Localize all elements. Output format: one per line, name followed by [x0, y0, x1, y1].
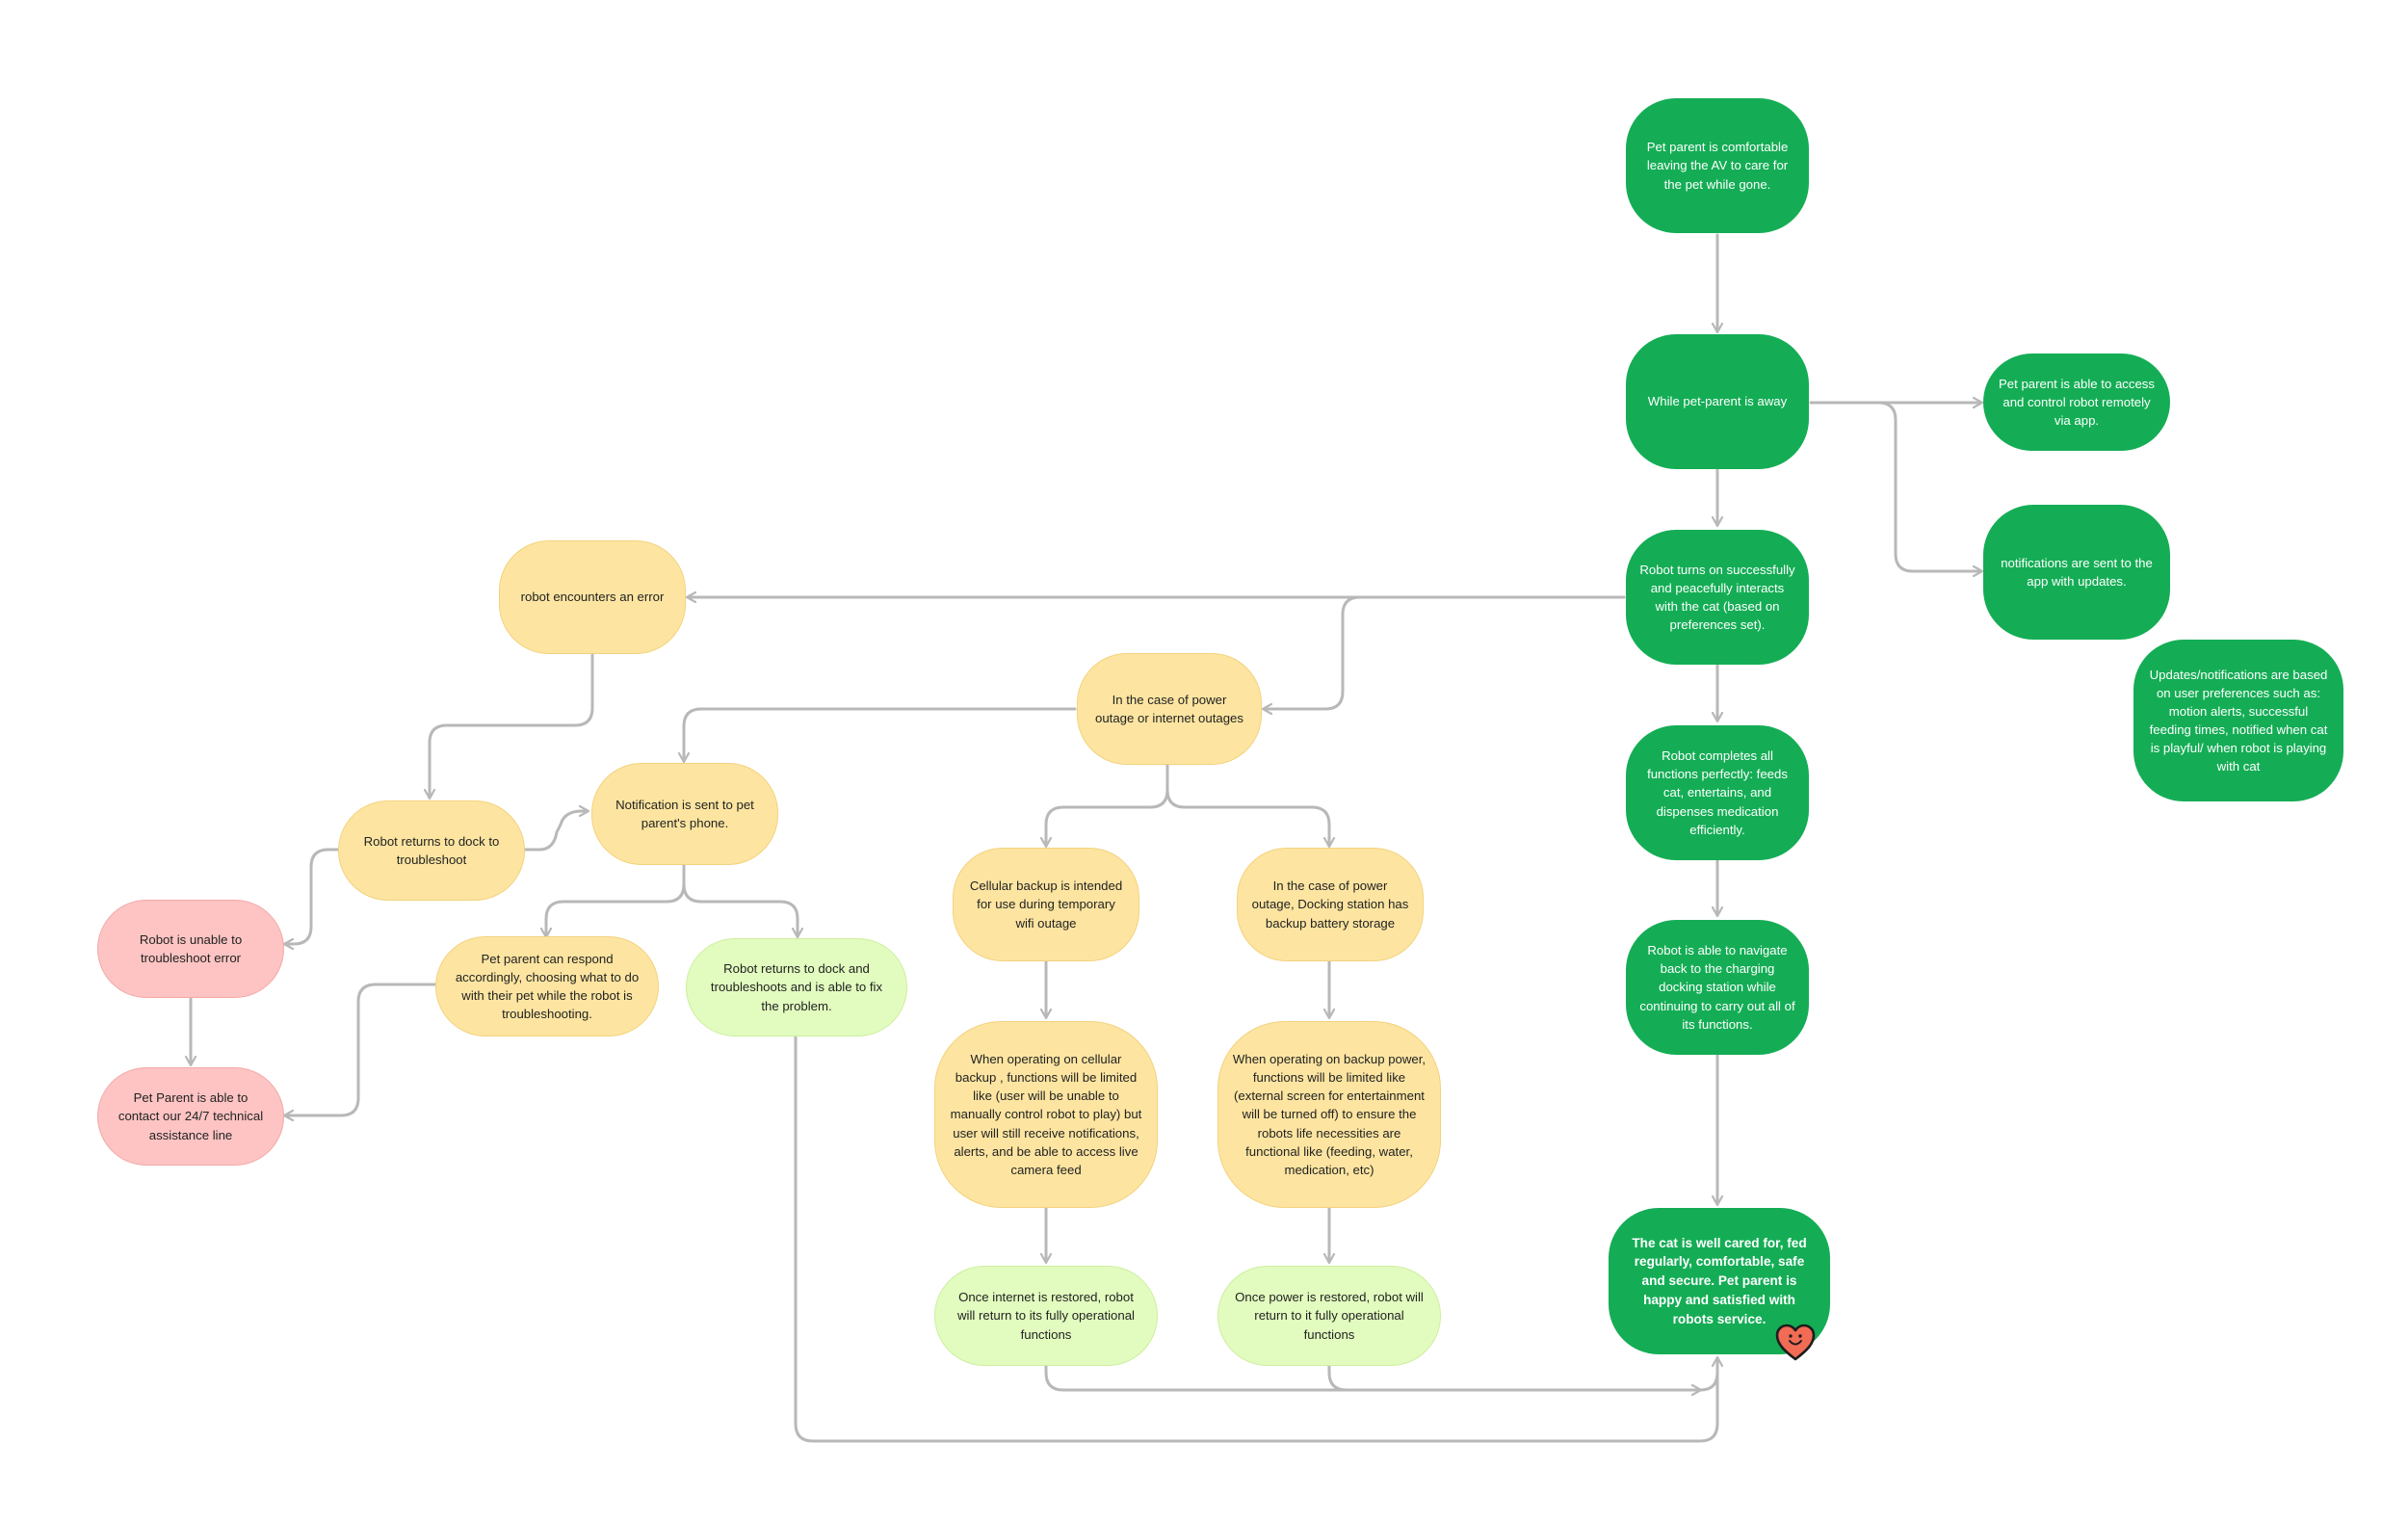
edge-power-restored-cared — [1327, 1364, 1700, 1390]
edge-error-returns-dock — [430, 653, 594, 798]
node-remote-access[interactable]: Pet parent is able to access and control… — [1983, 354, 2170, 451]
edge-outage-cellular — [1046, 759, 1169, 846]
node-pet-parent-comfortable[interactable]: Pet parent is comfortable leaving the AV… — [1626, 98, 1809, 233]
node-robot-completes-functions[interactable]: Robot completes all functions perfectly:… — [1626, 725, 1809, 860]
node-docking-backup-battery[interactable]: In the case of power outage, Docking sta… — [1237, 848, 1424, 961]
node-backup-power-limited-functions[interactable]: When operating on backup power, function… — [1217, 1021, 1441, 1208]
edge-returns-dock-notification — [523, 811, 588, 852]
node-internet-restored[interactable]: Once internet is restored, robot will re… — [934, 1266, 1158, 1366]
node-robot-encounters-error[interactable]: robot encounters an error — [499, 540, 686, 654]
edge-notification-fix — [682, 863, 798, 936]
edge-outage-notification — [684, 707, 1077, 761]
node-user-preferences[interactable]: Updates/notifications are based on user … — [2133, 640, 2343, 801]
edge-notification-respond — [546, 863, 686, 936]
edge-away-notifications — [1809, 401, 1981, 571]
edge-outage-docking — [1165, 759, 1329, 846]
smiling-heart-icon — [1775, 1324, 1816, 1361]
node-power-restored[interactable]: Once power is restored, robot will retur… — [1217, 1266, 1441, 1366]
node-cellular-limited-functions[interactable]: When operating on cellular backup , func… — [934, 1021, 1158, 1208]
edge-returns-dock-unable — [285, 848, 340, 944]
node-robot-returns-to-dock[interactable]: Robot returns to dock to troubleshoot — [338, 800, 525, 901]
node-robot-turns-on[interactable]: Robot turns on successfully and peaceful… — [1626, 530, 1809, 665]
node-cellular-backup[interactable]: Cellular backup is intended for use duri… — [953, 848, 1139, 961]
edge-turns-on-outage — [1264, 595, 1626, 709]
node-pet-parent-respond[interactable]: Pet parent can respond accordingly, choo… — [435, 936, 659, 1036]
node-contact-technical-assistance[interactable]: Pet Parent is able to contact our 24/7 t… — [97, 1067, 284, 1166]
node-robot-fixes-problem[interactable]: Robot returns to dock and troubleshoots … — [686, 938, 907, 1036]
node-power-or-internet-outage[interactable]: In the case of power outage or internet … — [1077, 653, 1262, 765]
node-notification-sent-phone[interactable]: Notification is sent to pet parent's pho… — [591, 763, 778, 865]
node-pet-parent-away[interactable]: While pet-parent is away — [1626, 334, 1809, 469]
node-robot-navigate-back[interactable]: Robot is able to navigate back to the ch… — [1626, 920, 1809, 1055]
edge-fix-cared — [794, 1036, 1717, 1443]
node-robot-unable-troubleshoot[interactable]: Robot is unable to troubleshoot error — [97, 900, 284, 998]
node-notifications-sent[interactable]: notifications are sent to the app with u… — [1983, 505, 2170, 640]
edge-respond-contact — [285, 983, 437, 1115]
